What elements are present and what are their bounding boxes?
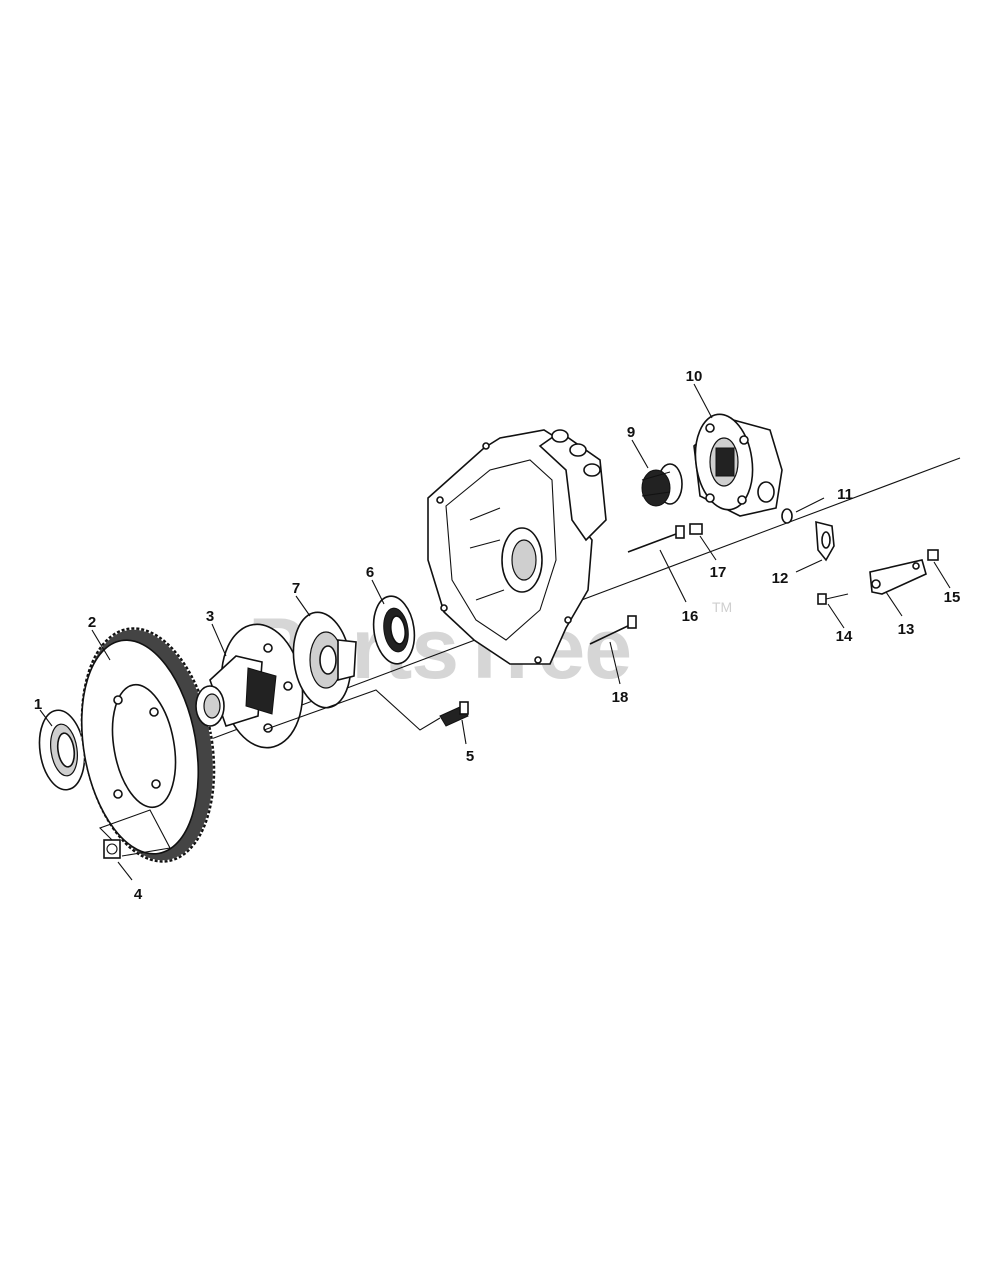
- leader-18: [609, 641, 621, 685]
- label-4: 4: [134, 886, 143, 903]
- label-16: 16: [682, 608, 699, 625]
- label-14: 14: [836, 628, 853, 645]
- part-5-bolt[interactable]: [439, 701, 469, 727]
- leader-2: [91, 629, 111, 661]
- label-11: 11: [837, 486, 853, 503]
- label-7: 7: [292, 580, 300, 597]
- watermark-trademark: TM: [712, 599, 732, 615]
- label-18: 18: [612, 689, 629, 706]
- leader-15: [933, 561, 951, 589]
- part-13-brake-arm[interactable]: [869, 559, 927, 595]
- part-6-bearing[interactable]: [369, 594, 418, 667]
- label-15: 15: [944, 589, 961, 606]
- part-18-long-bolt[interactable]: [589, 615, 637, 645]
- leader-7: [295, 595, 311, 617]
- label-3: 3: [206, 608, 214, 625]
- leader-17: [699, 535, 717, 561]
- leader-11: [795, 497, 825, 513]
- label-17: 17: [710, 564, 727, 581]
- leader-1: [39, 709, 53, 727]
- leader-6: [371, 579, 385, 605]
- leader-5: [461, 719, 467, 745]
- part-4-nut[interactable]: [103, 839, 121, 859]
- label-13: 13: [898, 621, 915, 638]
- part-2-ring-gear[interactable]: [64, 618, 231, 873]
- part-3-differential[interactable]: [195, 619, 310, 753]
- label-9: 9: [627, 424, 635, 441]
- leader-12: [795, 559, 823, 573]
- leader-13: [885, 591, 903, 617]
- leader-14: [827, 603, 845, 629]
- leader-10: [693, 383, 713, 419]
- label-6: 6: [366, 564, 374, 581]
- part-7-side-cover[interactable]: [288, 609, 357, 712]
- label-1: 1: [34, 696, 42, 713]
- leader-16: [659, 549, 687, 603]
- part-10-brake-housing[interactable]: [690, 411, 783, 517]
- transaxle-housing[interactable]: [427, 429, 607, 665]
- label-5: 5: [466, 748, 474, 765]
- part-12-brake-shaft[interactable]: [815, 520, 835, 562]
- leader-9: [631, 439, 649, 469]
- part-9-coupler[interactable]: [641, 463, 683, 507]
- leader-4: [117, 861, 133, 881]
- label-10: 10: [686, 368, 703, 385]
- label-12: 12: [772, 570, 789, 587]
- bracket-line-4: [98, 809, 171, 857]
- part-16-long-bolt[interactable]: [627, 525, 685, 553]
- part-1-seal[interactable]: [35, 707, 90, 792]
- bracket-line-5: [263, 689, 441, 731]
- part-15-nut[interactable]: [927, 549, 939, 561]
- part-14-bolt[interactable]: [817, 593, 849, 605]
- part-11-o-ring[interactable]: [781, 508, 793, 524]
- label-2: 2: [88, 614, 96, 631]
- leader-3: [211, 623, 227, 657]
- part-17-nut[interactable]: [689, 523, 703, 535]
